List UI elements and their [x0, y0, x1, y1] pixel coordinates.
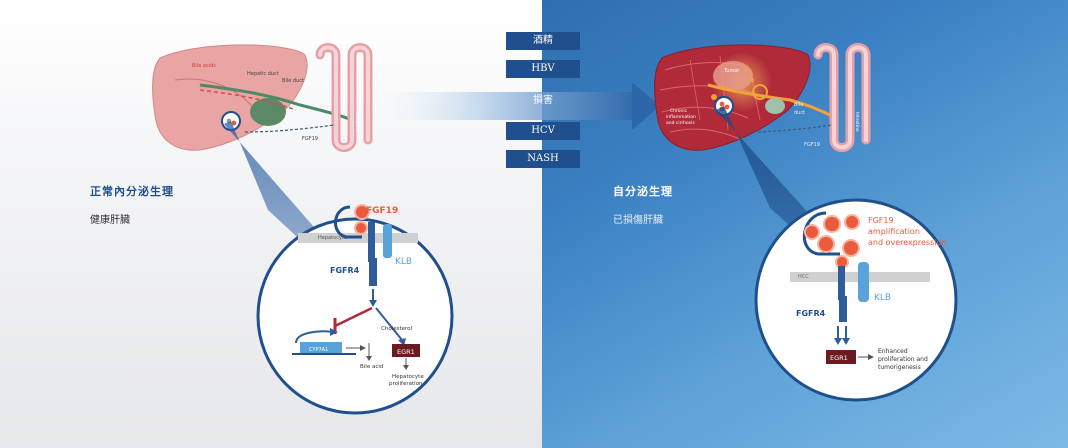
label-fgf19-amplification-1: FGF19: [868, 216, 894, 225]
label-hepatocyte-proliferation-1: Hepatocyte: [392, 374, 424, 380]
label-cholesterol: Cholesterol: [381, 326, 413, 332]
fgfr4-receptor: [368, 222, 375, 262]
label-fgf19-healthy: FGF19: [366, 206, 398, 216]
label-klb-healthy: KLB: [395, 257, 412, 267]
label-fgf19-amplification-3: and overexpression: [868, 238, 946, 247]
fgf19-ligand: [824, 216, 840, 232]
label-fgf19-right: FGF19: [804, 142, 820, 148]
label-outcome-1: Enhanced: [878, 348, 908, 355]
cause-alcohol: 酒精: [506, 32, 580, 50]
label-chronic-1: Chronic: [670, 108, 688, 114]
klb-coreceptor: [383, 224, 392, 258]
healthy-liver-illustration: [153, 45, 368, 150]
zoom-circle-damaged: [756, 200, 956, 400]
fgf19-ligand: [843, 240, 859, 256]
label-intestine-right: Intestine: [854, 112, 860, 132]
label-tumor: Tumor: [723, 68, 740, 74]
fgf19-ligand: [818, 236, 834, 252]
cause-hbv: HBV: [506, 60, 580, 78]
label-hepatocyte: Hepatocyte: [318, 235, 347, 241]
label-hepatic-duct: Hepatic duct: [247, 71, 279, 77]
klb-coreceptor: [858, 262, 869, 302]
fgfr4-receptor: [838, 266, 845, 300]
label-chronic-2: inflammation: [666, 114, 696, 120]
label-bile-duct-damaged-1: Bile: [794, 102, 803, 108]
label-bile-duct-damaged-2: duct: [794, 110, 805, 116]
cause-hcv: HCV: [506, 122, 580, 140]
label-bile-duct: Bile duct: [282, 78, 304, 84]
label-chronic-3: and cirrhosis: [666, 120, 695, 126]
label-bile-acids: Bile acids: [192, 63, 216, 69]
label-hcc: HCC: [798, 274, 809, 280]
damaged-subtitle: 已損傷肝臟: [613, 211, 663, 226]
label-fgfr4-damaged: FGFR4: [796, 309, 826, 318]
label-cyp7a1: CYP7A1: [309, 347, 328, 353]
label-klb-damaged: KLB: [874, 293, 891, 303]
damaged-liver-illustration: [655, 45, 866, 150]
label-fgf19-left: FGF19: [302, 136, 318, 142]
healthy-title: 正常內分泌生理: [90, 183, 174, 199]
label-fgfr4-healthy: FGFR4: [330, 266, 360, 275]
label-egr1-healthy: EGR1: [397, 348, 415, 356]
label-outcome-3: tumorigenesis: [878, 364, 921, 371]
damage-label: 損害: [506, 92, 580, 110]
label-intestine-left: Intestine: [354, 112, 360, 132]
cause-nash: NASH: [506, 150, 580, 168]
fgf19-ligand: [845, 215, 859, 229]
gallbladder: [250, 98, 286, 126]
label-outcome-2: proliferation and: [878, 356, 928, 363]
label-bile-acid: Bile acid: [360, 364, 383, 370]
fgf19-ligand: [355, 222, 367, 234]
label-fgf19-amplification-2: amplification: [868, 227, 920, 236]
label-egr1-damaged: EGR1: [830, 354, 848, 362]
damaged-title: 自分泌生理: [613, 183, 673, 199]
healthy-subtitle: 健康肝臟: [90, 211, 130, 226]
label-hepatocyte-proliferation-2: proliferation: [389, 381, 423, 387]
fgf19-ligand: [805, 225, 819, 239]
